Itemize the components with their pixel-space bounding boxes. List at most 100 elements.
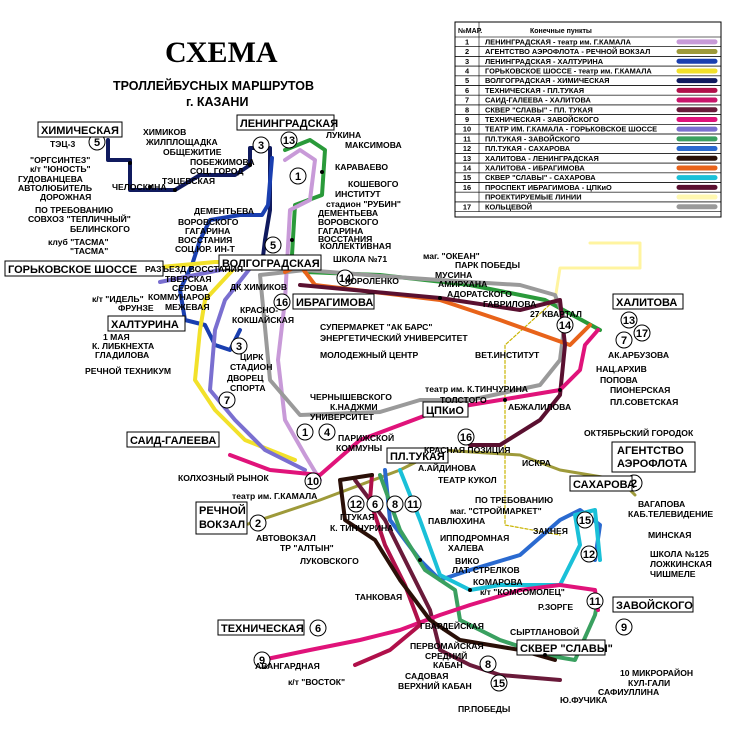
stop-label: ШКОЛА №71 xyxy=(333,254,387,264)
stop-label: КРАСНАЯ ПОЗИЦИЯ xyxy=(424,445,510,455)
stop-label: ЛОЖКИНСКАЯ xyxy=(650,559,712,569)
stop-label: РАЗЪЕЗД ВОССТАНИЯ xyxy=(145,264,243,274)
marker-circle xyxy=(273,293,291,311)
route-5-line xyxy=(106,138,272,267)
stop-label: ТР "АЛТЫН" xyxy=(280,543,334,553)
legend-route-number: 14 xyxy=(463,164,472,173)
legend-route-endpoints: ЛЕНИНГРАДСКАЯ - ХАЛТУРИНА xyxy=(485,57,604,66)
stop-label: К. ЛИБКНЕХТА xyxy=(92,341,154,351)
route-marker-number: 16 xyxy=(460,432,472,444)
stop-label: К. ТИНЧУРИНА xyxy=(330,523,393,533)
route-17-line xyxy=(258,268,567,417)
route-marker-number: 3 xyxy=(236,341,242,353)
stop-label: ДЕМЕНТЬЕВА xyxy=(318,208,378,218)
marker-circle xyxy=(304,472,322,490)
stop-label: ВЕТ.ИНСТИТУТ xyxy=(475,350,540,360)
stop-label: к/т "ИДЕЛЬ" xyxy=(92,294,144,304)
legend-route-endpoints: КОЛЬЦЕВОЙ xyxy=(485,202,532,211)
stop-label: ПАРК ПОБЕДЫ xyxy=(455,260,520,270)
stop-label: АМИРХАНА xyxy=(438,279,487,289)
route-marker-number: 1 xyxy=(302,427,308,439)
legend-header-num: №МАР. xyxy=(458,27,482,35)
legend-route-endpoints: СКВЕР "СЛАВЫ" - ПЛ. ТУКАЯ xyxy=(485,105,593,114)
legend-route-number: 10 xyxy=(463,125,471,134)
legend-route-endpoints: ХАЛИТОВА - ЛЕНИНГРАДСКАЯ xyxy=(485,154,599,163)
stop-label: РЕЧНОЙ ТЕХНИКУМ xyxy=(85,365,171,376)
stop-label: ЛУКОВСКОГО xyxy=(300,556,359,566)
stop-label: КАБ.ТЕЛЕВИДЕНИЕ xyxy=(628,509,713,519)
route-marker-number: 17 xyxy=(636,328,648,340)
legend-route-endpoints: ПРОЕКТИРУЕМЫЕ ЛИНИИ xyxy=(485,193,582,202)
stop-label: ЧЕЛОСКИНА xyxy=(112,182,167,192)
projected-line xyxy=(553,241,642,302)
terminal-sakharova: САХАРОВА xyxy=(573,479,635,491)
stop-label: к/т "КОМСОМОЛЕЦ" xyxy=(480,587,565,597)
route-16-south-line xyxy=(338,473,557,662)
marker-circle xyxy=(586,592,604,610)
route-markers xyxy=(88,131,651,692)
marker-circle xyxy=(230,337,248,355)
stop-label: АК.АРБУЗОВА xyxy=(608,350,669,360)
legend-route-endpoints: СКВЕР "СЛАВЫ" - САХАРОВА xyxy=(485,173,596,182)
terminal-box xyxy=(217,619,305,636)
marker-circle xyxy=(580,545,598,563)
route-marker-number: 11 xyxy=(407,499,419,511)
marker-circle xyxy=(280,131,298,149)
stop-label: ИСКРА xyxy=(522,458,551,468)
marker-circle xyxy=(264,236,282,254)
route-marker-number: 11 xyxy=(589,596,601,608)
route-8-line xyxy=(353,478,562,682)
stop-label: АБЖАЛИЛОВА xyxy=(508,402,571,412)
stop-label: СУПЕРМАРКЕТ "АК БАРС" xyxy=(320,322,432,332)
stop-dot xyxy=(558,388,562,392)
stop-label: КРАСНО- xyxy=(240,305,278,315)
route-marker-number: 6 xyxy=(372,499,378,511)
marker-circle xyxy=(253,651,271,669)
route-marker-number: 9 xyxy=(259,655,265,667)
stop-label: ТОЛСТОГО xyxy=(440,395,487,405)
stop-label: ЧИШМЕЛЕ xyxy=(650,569,696,579)
stop-label: ДЕМЕНТЬЕВА xyxy=(194,206,254,216)
route-marker-number: 16 xyxy=(276,297,288,309)
stop-label: ДОРОЖНАЯ xyxy=(40,192,91,202)
stop-label: СОЦ. ГОРОД xyxy=(190,166,243,176)
terminal-leningradskaya: ЛЕНИНГРАДСКАЯ xyxy=(240,118,338,130)
terminal-tekhnicheskaya: ТЕХНИЧЕСКАЯ xyxy=(221,623,304,635)
stop-label: ГАГАРИНА xyxy=(185,226,230,236)
stop-label: ПОПОВА xyxy=(600,375,638,385)
legend-route-endpoints: ТЕАТР ИМ. Г.КАМАЛА - ГОРЬКОВСКОЕ ШОССЕ xyxy=(485,125,657,134)
terminal-box xyxy=(386,447,449,464)
legend-route-number: 4 xyxy=(465,67,470,76)
stop-label: ПЛ.СОВЕТСКАЯ xyxy=(610,397,678,407)
terminal-aeroflot-1: АГЕНТСТВО xyxy=(617,445,684,457)
stop-label: САДОВАЯ xyxy=(405,671,449,681)
marker-circle xyxy=(309,619,327,637)
stop-label: к/т "ВОСТОК" xyxy=(288,677,345,687)
stop-label: САФИУЛЛИНА xyxy=(598,687,659,697)
terminal-box xyxy=(612,293,684,310)
stop-label: МИНСКАЯ xyxy=(648,530,691,540)
legend-route-endpoints: ТЕХНИЧЕСКАЯ - ПЛ.ТУКАЯ xyxy=(485,86,584,95)
stop-label: КАБАН xyxy=(433,660,463,670)
stop-label: ЗАКНЕЯ xyxy=(533,526,568,536)
stop-label: ЦИРК xyxy=(240,352,264,362)
legend-route-endpoints: ГОРЬКОВСКОЕ ШОССЕ - театр им. Г.КАМАЛА xyxy=(485,67,652,76)
stop-label: К.НАДЖМИ xyxy=(330,402,378,412)
stop-label: КУЛ-ГАЛИ xyxy=(628,678,670,688)
terminal-rechnoy-1: РЕЧНОЙ xyxy=(199,504,246,517)
stop-label: ВИКО xyxy=(455,556,480,566)
terminal-gorkovskoe: ГОРЬКОВСКОЕ ШОССЕ xyxy=(8,264,137,276)
stop-label: стадион "РУБИН" xyxy=(326,199,401,209)
stop-label: "ТАСМА" xyxy=(70,246,108,256)
stop-label: ГУДОВАНЦЕВА xyxy=(18,174,83,184)
stop-label: к/т "ЮНОСТЬ" xyxy=(30,164,91,174)
stop-label: 27 КВАРТАЛ xyxy=(530,309,582,319)
legend-route-endpoints: АГЕНТСТВО АЭРОФЛОТА - РЕЧНОЙ ВОКЗАЛ xyxy=(485,47,650,56)
terminal-khalitova: ХАЛИТОВА xyxy=(616,297,677,309)
terminal-box xyxy=(4,260,164,277)
terminal-tspkio: ЦПКиО xyxy=(426,405,464,417)
stop-dot xyxy=(418,558,422,562)
legend-route-endpoints: ПЛ.ТУКАЯ - САХАРОВА xyxy=(485,144,571,153)
